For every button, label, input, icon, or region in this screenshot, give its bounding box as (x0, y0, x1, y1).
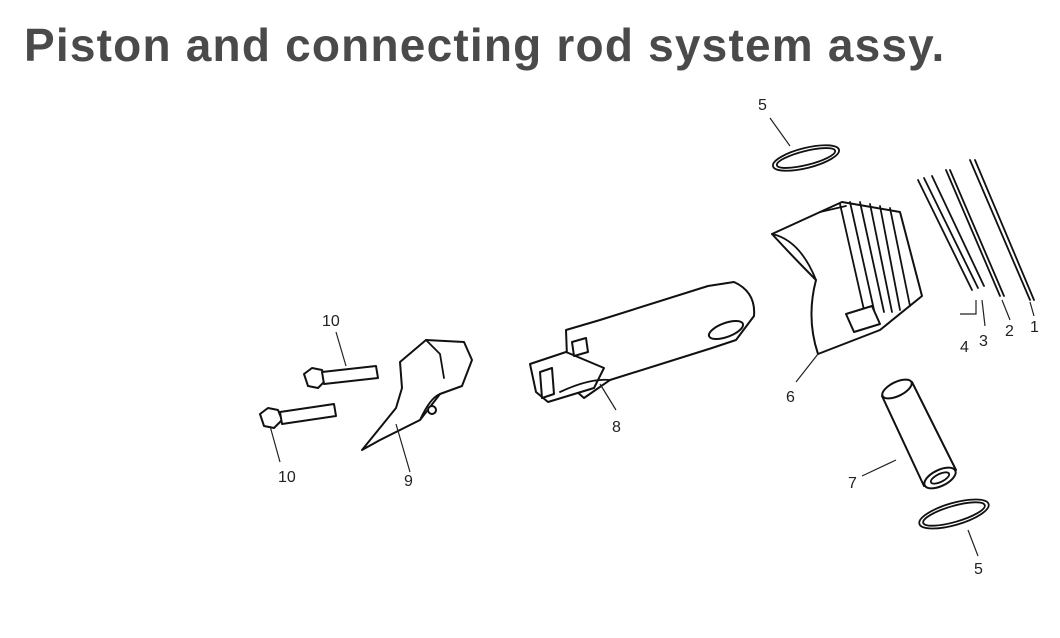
piston-ring-3 (931, 175, 985, 287)
piston-pin (881, 378, 957, 490)
callout-rod: 8 (612, 419, 621, 436)
callout-bolt-top: 10 (322, 313, 340, 330)
leader-bolt-bottom (269, 425, 281, 463)
piston-ring-1 (969, 159, 1035, 301)
bolt-bottom (259, 403, 337, 429)
leader-rod (599, 383, 617, 411)
leader-cap (395, 423, 411, 473)
callout-ring-1: 1 (1030, 319, 1039, 336)
leader-piston (795, 353, 819, 383)
rod-cap (361, 339, 473, 451)
leader-ring-3 (981, 299, 986, 327)
piston-ring-2 (945, 169, 1005, 297)
connecting-rod (529, 281, 756, 403)
leader-ring-2 (1001, 299, 1011, 321)
callout-circlip-bottom: 5 (974, 561, 983, 578)
leader-ring-1 (1029, 301, 1035, 317)
bolt-top (303, 365, 379, 389)
leader-pin (861, 459, 897, 477)
diagram-title: Piston and connecting rod system assy. (24, 19, 946, 71)
leader-ring-4 (960, 300, 977, 315)
piston (771, 201, 923, 355)
callout-pin: 7 (848, 475, 857, 492)
callout-bolt-bottom: 10 (278, 469, 296, 486)
callout-ring-2: 2 (1005, 323, 1014, 340)
circlip-bottom (918, 498, 990, 530)
piston-ring-4 (917, 177, 979, 291)
leader-bolt-top (335, 331, 347, 367)
callout-ring-4: 4 (960, 339, 969, 356)
callout-circlip-top: 5 (758, 97, 767, 114)
leader-circlip-top (769, 117, 791, 147)
callout-piston: 6 (786, 389, 795, 406)
circlip-top (772, 144, 840, 172)
callout-ring-3: 3 (979, 333, 988, 350)
callout-cap: 9 (404, 473, 413, 490)
leader-circlip-bottom (967, 529, 979, 557)
